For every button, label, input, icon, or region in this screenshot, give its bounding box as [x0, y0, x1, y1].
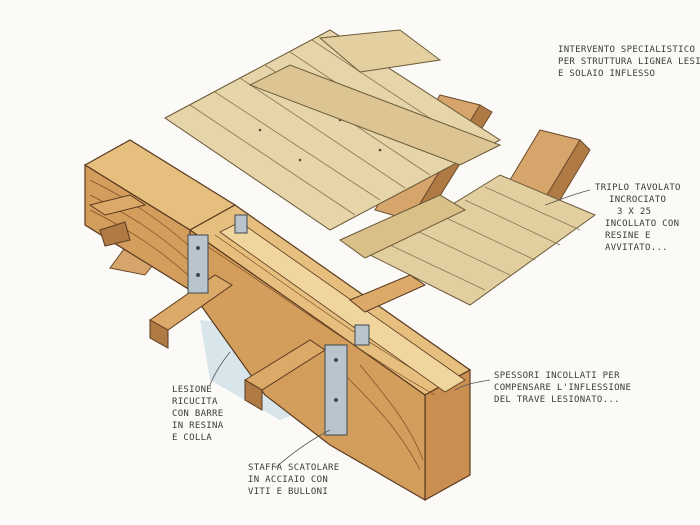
staffa-line-1: Staffa scatolare — [248, 463, 340, 473]
tavolato-line-6: avvitato... — [605, 243, 668, 253]
crossing-joist-left — [88, 194, 147, 247]
steel-bracket-upper — [187, 214, 248, 294]
title-line-1: Intervento specialistico — [558, 45, 696, 55]
planking-upper-layer — [164, 29, 501, 231]
leader-lines — [209, 189, 591, 469]
lesione-line-5: e colla — [172, 433, 213, 443]
planking-cross-board — [339, 194, 467, 259]
lesione-line-4: in resina — [172, 421, 224, 431]
planking-strip-top — [248, 29, 502, 166]
tavolato-line-4: incollato con — [605, 219, 680, 229]
lesione-line-2: ricucita — [172, 397, 218, 407]
staffa-annotation: Staffa scatolare in acciaio con viti e b… — [248, 462, 340, 498]
steel-bracket-lower — [324, 324, 370, 436]
title-annotation: Intervento specialistico per struttura l… — [558, 44, 700, 80]
staffa-line-2: in acciaio con — [248, 475, 329, 485]
crossing-joist-right — [349, 274, 427, 313]
planking-lower-right — [368, 174, 597, 306]
tavolato-annotation: Triplo tavolato incrociato 3 x 25 incoll… — [595, 182, 681, 254]
spessori-line-1: Spessori incollati per — [494, 371, 620, 381]
tavolato-line-3: 3 x 25 — [617, 207, 652, 217]
lesione-annotation: Lesione ricucita con barre in resina e c… — [172, 384, 223, 444]
tavolato-line-1: Triplo tavolato — [595, 183, 681, 193]
tavolato-line-2: incrociato — [609, 195, 667, 205]
spessori-line-2: compensare l'inflessione — [494, 383, 632, 393]
lesione-line-1: Lesione — [172, 385, 213, 395]
lesione-line-3: con barre — [172, 409, 224, 419]
title-line-3: e solaio inflesso — [558, 69, 656, 79]
tavolato-line-5: resine e — [605, 231, 651, 241]
title-line-2: per struttura lignea lesionata — [558, 57, 700, 67]
compensating-shims — [219, 221, 466, 393]
spessori-annotation: Spessori incollati per compensare l'infl… — [494, 370, 631, 406]
spessori-line-3: del trave lesionato... — [494, 395, 620, 405]
staffa-line-3: viti e bulloni — [248, 487, 329, 497]
